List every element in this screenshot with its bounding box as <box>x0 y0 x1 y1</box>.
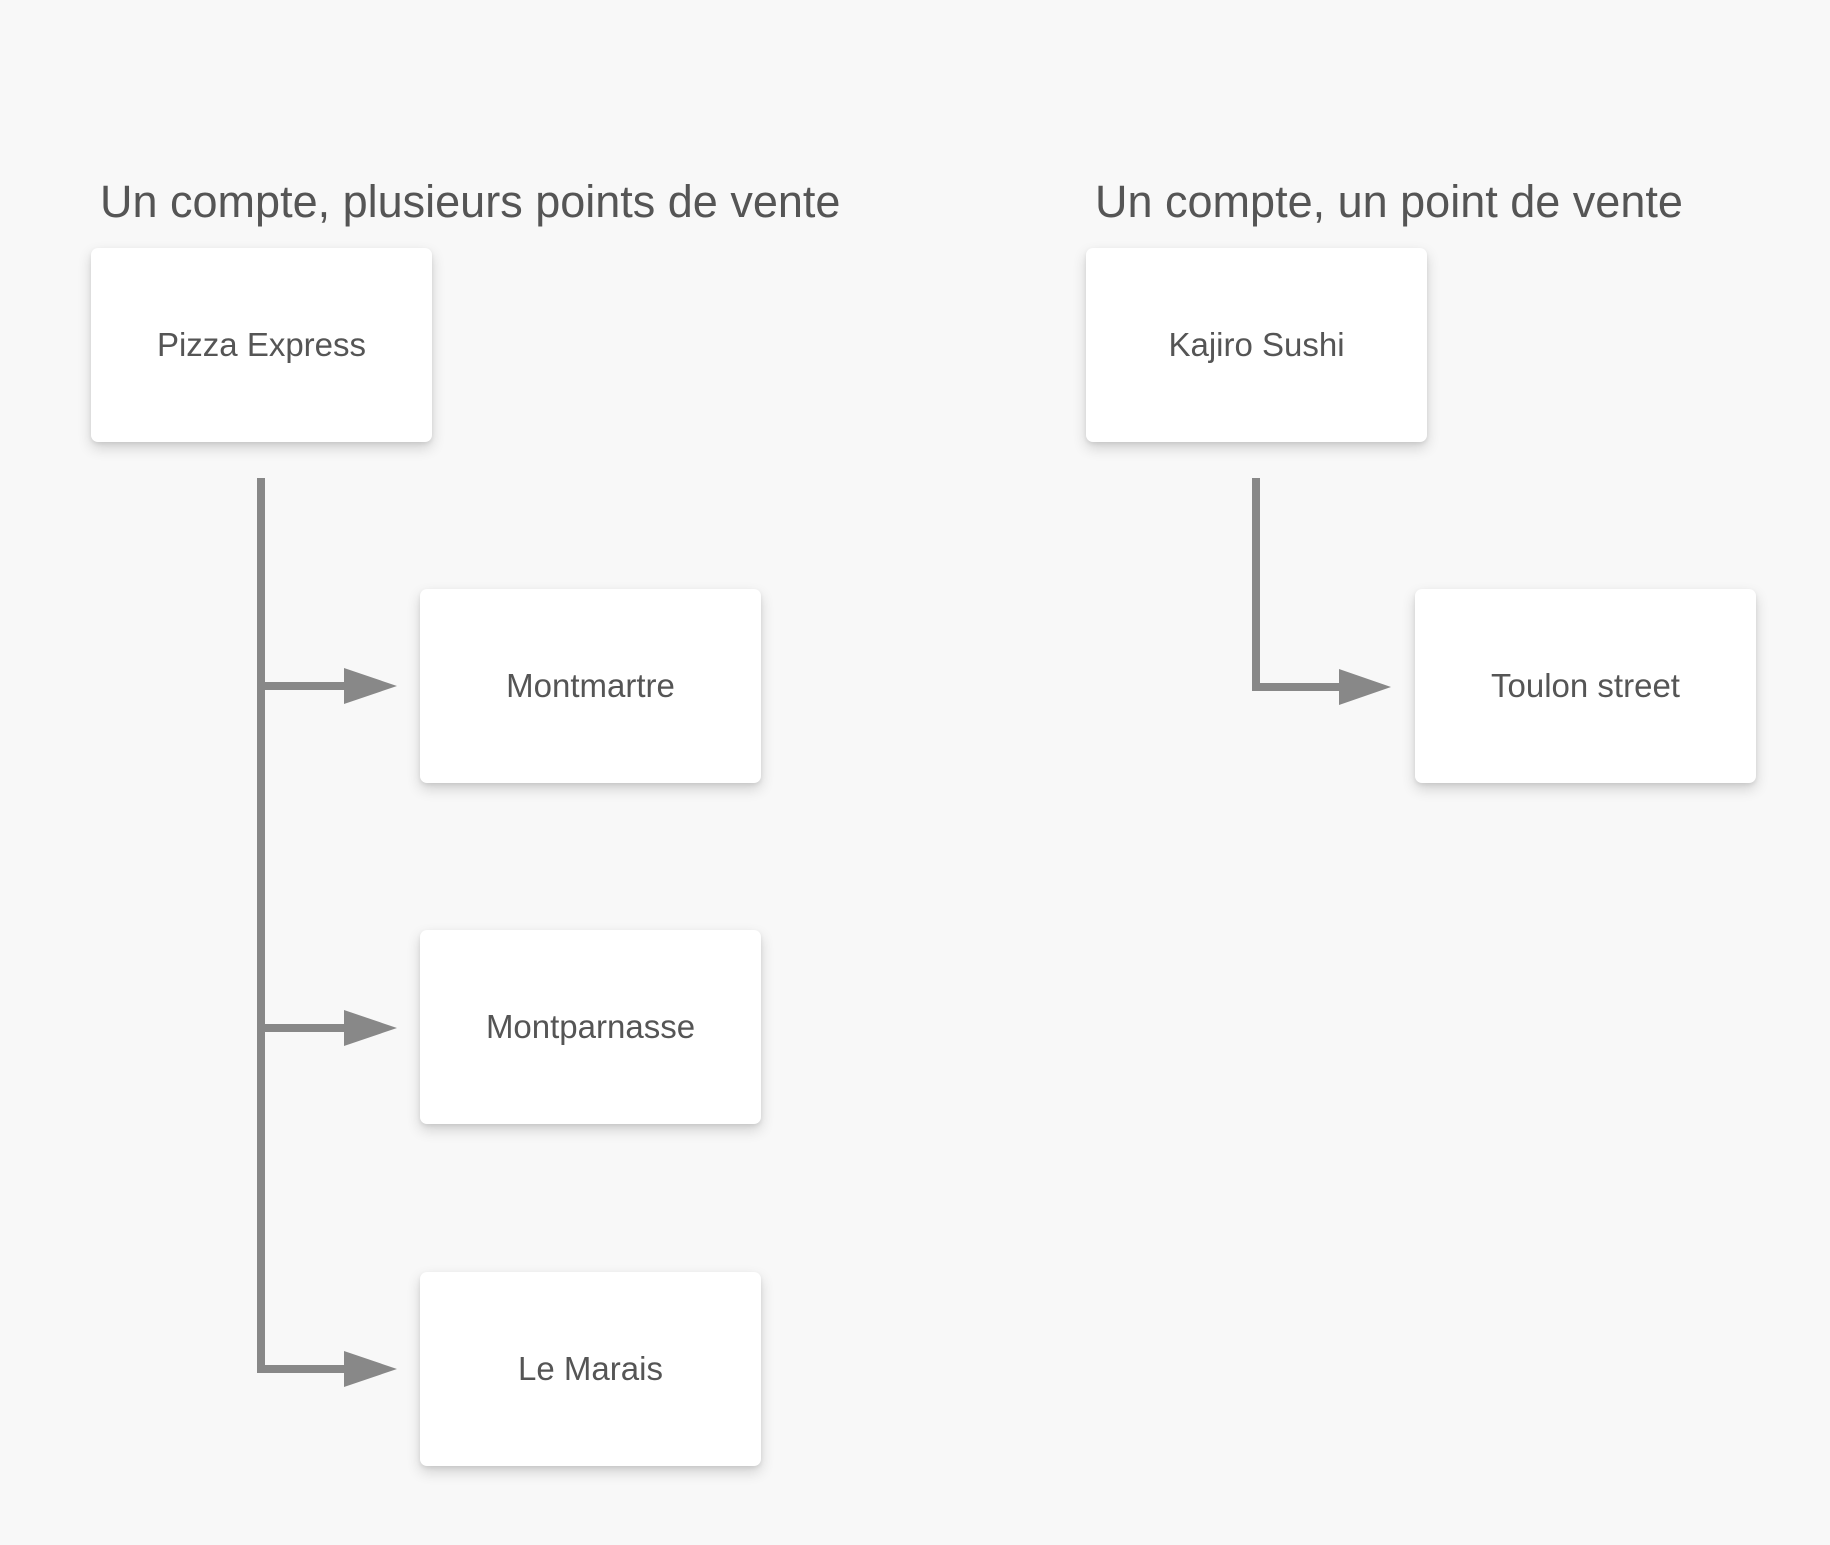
node-label: Pizza Express <box>156 326 367 363</box>
pos-node-le-marais: Le Marais <box>420 1272 761 1466</box>
connector-lines-multi <box>257 478 350 1373</box>
arrowheads-single <box>1339 669 1391 705</box>
connector-lines-single <box>1252 478 1345 691</box>
pos-node-toulon-street: Toulon street <box>1415 589 1756 783</box>
section-title-multi-pos: Un compte, plusieurs points de vente <box>100 176 841 227</box>
arrow-right-icon <box>344 1010 397 1046</box>
node-label: Montparnasse <box>485 1008 696 1045</box>
pos-node-montparnasse: Montparnasse <box>420 930 761 1124</box>
arrow-right-icon <box>344 668 397 704</box>
node-label: Le Marais <box>518 1350 663 1387</box>
node-label: Montmartre <box>506 667 675 704</box>
node-label: Toulon street <box>1491 667 1680 704</box>
pos-node-montmartre: Montmartre <box>420 589 761 783</box>
section-title-single-pos: Un compte, un point de vente <box>1095 176 1683 227</box>
arrow-right-icon <box>1339 669 1391 705</box>
arrow-right-icon <box>344 1351 397 1387</box>
account-node-kajiro-sushi: Kajiro Sushi <box>1086 248 1427 442</box>
account-node-pizza-express: Pizza Express <box>91 248 432 442</box>
node-label: Kajiro Sushi <box>1168 326 1345 363</box>
arrowheads-multi <box>344 668 397 1387</box>
